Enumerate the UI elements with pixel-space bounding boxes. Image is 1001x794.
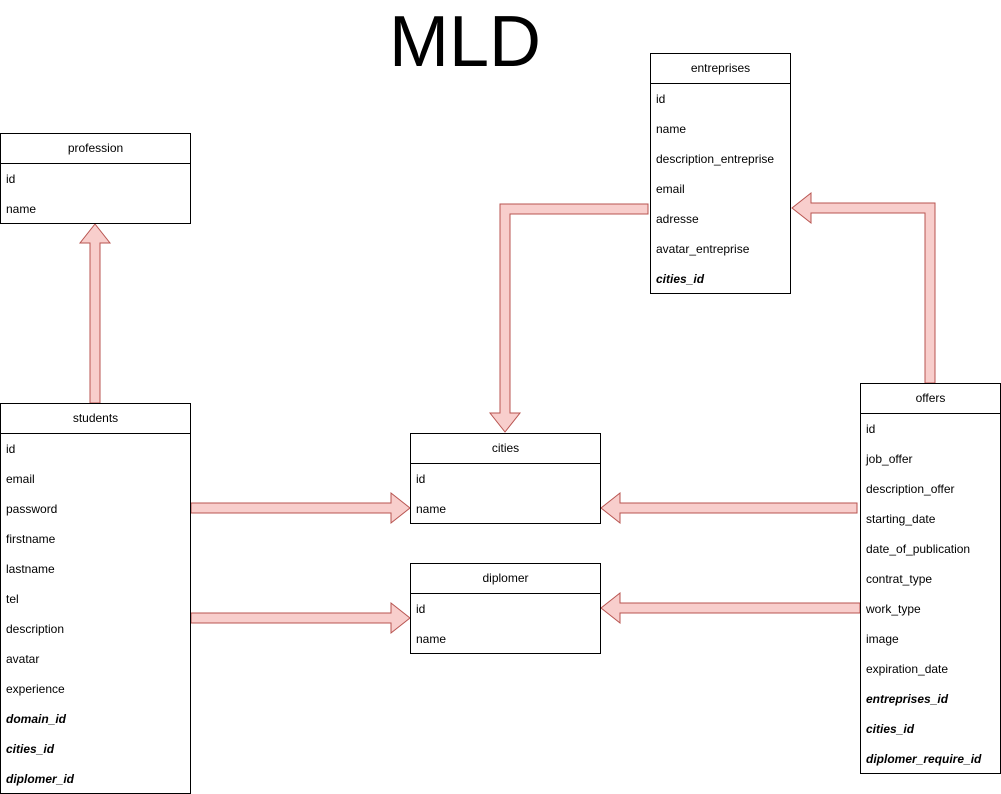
entity-field: name (656, 122, 687, 136)
entity-field: id (6, 442, 16, 456)
entity-field: job_offer (866, 452, 913, 466)
entity-field: firstname (6, 532, 56, 546)
entity-field: avatar (6, 652, 40, 666)
entity-field: work_type (866, 602, 921, 616)
entity-profession[interactable]: profession id name (0, 133, 191, 224)
entity-field: id (416, 472, 426, 486)
relation-arrow-students-profession (78, 223, 112, 404)
entity-field: name (416, 502, 447, 516)
entity-field: lastname (6, 562, 55, 576)
entity-field: id (866, 422, 876, 436)
entity-field: tel (6, 592, 19, 606)
entity-field: starting_date (866, 512, 936, 526)
entity-field: contrat_type (866, 572, 933, 586)
entity-field: description_entreprise (656, 152, 775, 166)
entity-cities[interactable]: cities id name (410, 433, 601, 524)
entity-field: id (6, 172, 16, 186)
foreign-key-field: domain_id (6, 712, 67, 726)
foreign-key-field: cities_id (6, 742, 55, 756)
entity-field: name (416, 632, 447, 646)
entity-field: experience (6, 682, 65, 696)
diagram-title: MLD (388, 2, 541, 82)
entity-header: entreprises (651, 54, 790, 84)
entity-field: avatar_entreprise (656, 242, 750, 256)
foreign-key-field: diplomer_id (6, 772, 75, 786)
entity-field: password (6, 502, 58, 516)
entity-field: email (656, 182, 685, 196)
foreign-key-field: cities_id (656, 272, 705, 286)
entity-field: email (6, 472, 35, 486)
relation-arrow-offers-cities (600, 491, 858, 525)
foreign-key-field: diplomer_require_id (866, 752, 982, 766)
entity-field: id (656, 92, 666, 106)
entity-field: name (6, 202, 37, 216)
relation-arrow-students-cities (190, 491, 411, 525)
entity-field: description (6, 622, 65, 636)
foreign-key-field: entreprises_id (866, 692, 949, 706)
entity-field: id (416, 602, 426, 616)
entity-field: description_offer (866, 482, 955, 496)
entity-field: adresse (656, 212, 699, 226)
foreign-key-field: cities_id (866, 722, 915, 736)
relation-arrow-entreprises-cities (488, 203, 649, 433)
entity-field: date_of_publication (866, 542, 971, 556)
relation-arrow-students-diplomer (190, 601, 411, 635)
entity-header: offers (861, 384, 1000, 414)
entity-header: cities (411, 434, 600, 464)
entity-header: students (1, 404, 190, 434)
entity-students[interactable]: students id email password firstname lastname… (0, 403, 191, 794)
entity-header: profession (1, 134, 190, 164)
relation-arrow-offers-entreprises (791, 191, 936, 384)
relation-arrow-offers-diplomer (600, 591, 861, 625)
entity-diplomer[interactable]: diplomer id name (410, 563, 601, 654)
entity-field: expiration_date (866, 662, 949, 676)
entity-field: image (866, 632, 899, 646)
entity-header: diplomer (411, 564, 600, 594)
